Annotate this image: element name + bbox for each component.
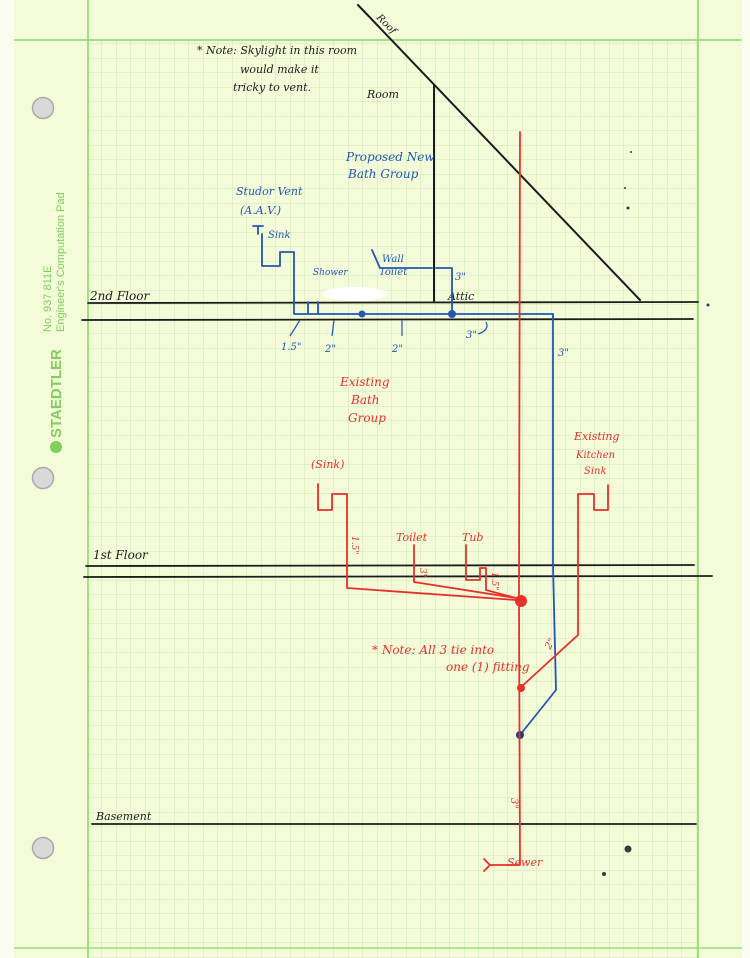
size-3in-proposed-b: 3"	[466, 330, 477, 341]
studor-vent-label: Studor Vent	[236, 185, 303, 198]
first-floor-label: 1st Floor	[93, 548, 149, 562]
size-1-5in-proposed: 1.5"	[281, 342, 302, 353]
size-3in-proposed-a: 3"	[455, 272, 466, 283]
aav-label: (A.A.V.)	[240, 204, 281, 217]
pad-branding: STAEDTLER No. 937 811E Engineer's Comput…	[42, 192, 67, 453]
leader-1-5in	[289, 319, 301, 337]
white-out-patch	[322, 287, 388, 301]
basement-label: Basement	[95, 810, 152, 823]
binder-hole-middle	[31, 466, 55, 490]
proposed-leader-arrows	[289, 319, 488, 337]
wall-toilet-label-line2: Toilet	[379, 267, 408, 278]
size-3in-existing-toilet: 3"	[417, 568, 427, 578]
existing-sink-label: (Sink)	[311, 458, 344, 471]
building-structure	[81, 4, 713, 825]
existing-bath-line1: Existing	[339, 375, 390, 389]
shower-trap	[307, 301, 319, 315]
proposed-fitting-2	[448, 310, 456, 318]
first-floor-line-lower	[83, 575, 713, 578]
grid	[88, 40, 698, 958]
binder-hole-bottom	[31, 836, 55, 860]
size-1-5in-existing-tub: 1.5"	[489, 572, 499, 590]
proposed-sink-label: Sink	[268, 230, 291, 241]
roof-line	[357, 4, 641, 301]
staedtler-logo-icon	[50, 441, 62, 453]
pad-product: Engineer's Computation Pad	[55, 192, 67, 332]
studor-vent-cap	[252, 225, 264, 235]
existing-toilet-label: Toilet	[396, 531, 428, 544]
size-3in-proposed-c: 3"	[558, 348, 569, 359]
second-floor-line-lower	[81, 318, 694, 321]
existing-labels: Existing Bath Group (Sink) Toilet Tub Ex…	[311, 375, 619, 869]
kitchen-tie-in-fitting	[517, 684, 525, 692]
second-floor-line-upper	[87, 301, 699, 304]
three-way-tie-in-fitting	[515, 595, 527, 607]
skylight-note-line3: tricky to vent.	[233, 81, 311, 94]
existing-kitchen-drain	[519, 484, 609, 689]
sewer-label: Sewer	[507, 856, 543, 869]
existing-fittings	[515, 595, 527, 692]
tie-in-note-line1: * Note: All 3 tie into	[372, 643, 494, 657]
proposed-title-line1: Proposed New	[345, 150, 435, 164]
pad-model: No. 937 811E	[42, 266, 54, 332]
existing-main-stack	[489, 131, 521, 866]
existing-kitchen-line1: Existing	[573, 430, 619, 443]
existing-toilet-drain	[413, 544, 517, 599]
size-2in-proposed-a: 2"	[324, 344, 336, 355]
second-floor-label: 2nd Floor	[89, 289, 150, 303]
skylight-note-line2: would make it	[240, 63, 319, 76]
existing-sink-drain	[317, 483, 517, 601]
size-2in-existing-kitchen: 2"	[543, 637, 559, 653]
existing-kitchen-line3: Sink	[584, 466, 607, 477]
tie-in-note-line2: one (1) fitting	[446, 660, 530, 674]
proposed-title-line2: Bath Group	[347, 167, 419, 181]
pad-brand: STAEDTLER	[48, 349, 65, 438]
proposed-fitting-1	[358, 310, 366, 318]
wall-toilet-branch	[435, 267, 453, 315]
skylight-note-line1: * Note: Skylight in this room	[197, 44, 357, 57]
leader-3in-b	[477, 321, 488, 335]
existing-bath-line3: Group	[348, 411, 386, 425]
size-3in-existing-stack: 3"	[508, 798, 519, 809]
size-1-5in-existing-sink: 1.5"	[349, 536, 359, 554]
wall-toilet-outline	[371, 249, 433, 269]
proposed-labels: Proposed New Bath Group Studor Vent (A.A…	[236, 150, 569, 359]
size-2in-proposed-b: 2"	[391, 344, 403, 355]
existing-tub-label: Tub	[462, 531, 483, 544]
room-label: Room	[366, 88, 399, 101]
existing-drain-piping	[317, 131, 609, 872]
attic-label: Attic	[447, 290, 474, 303]
sink-trap-riser	[261, 233, 295, 303]
proposed-3in-drop	[519, 313, 557, 736]
existing-bath-line2: Bath	[350, 393, 380, 407]
wall-toilet-label-line1: Wall	[382, 254, 404, 265]
sewer-arrow-icon	[483, 858, 491, 872]
shower-label: Shower	[313, 268, 348, 278]
first-floor-line-upper	[85, 564, 695, 567]
binder-hole-top	[31, 96, 55, 120]
leader-2in-a	[331, 319, 335, 337]
existing-tub-drain	[465, 544, 517, 599]
proposed-drain-piping	[252, 225, 557, 736]
existing-kitchen-line2: Kitchen	[575, 450, 615, 461]
stray-marks	[602, 151, 710, 876]
